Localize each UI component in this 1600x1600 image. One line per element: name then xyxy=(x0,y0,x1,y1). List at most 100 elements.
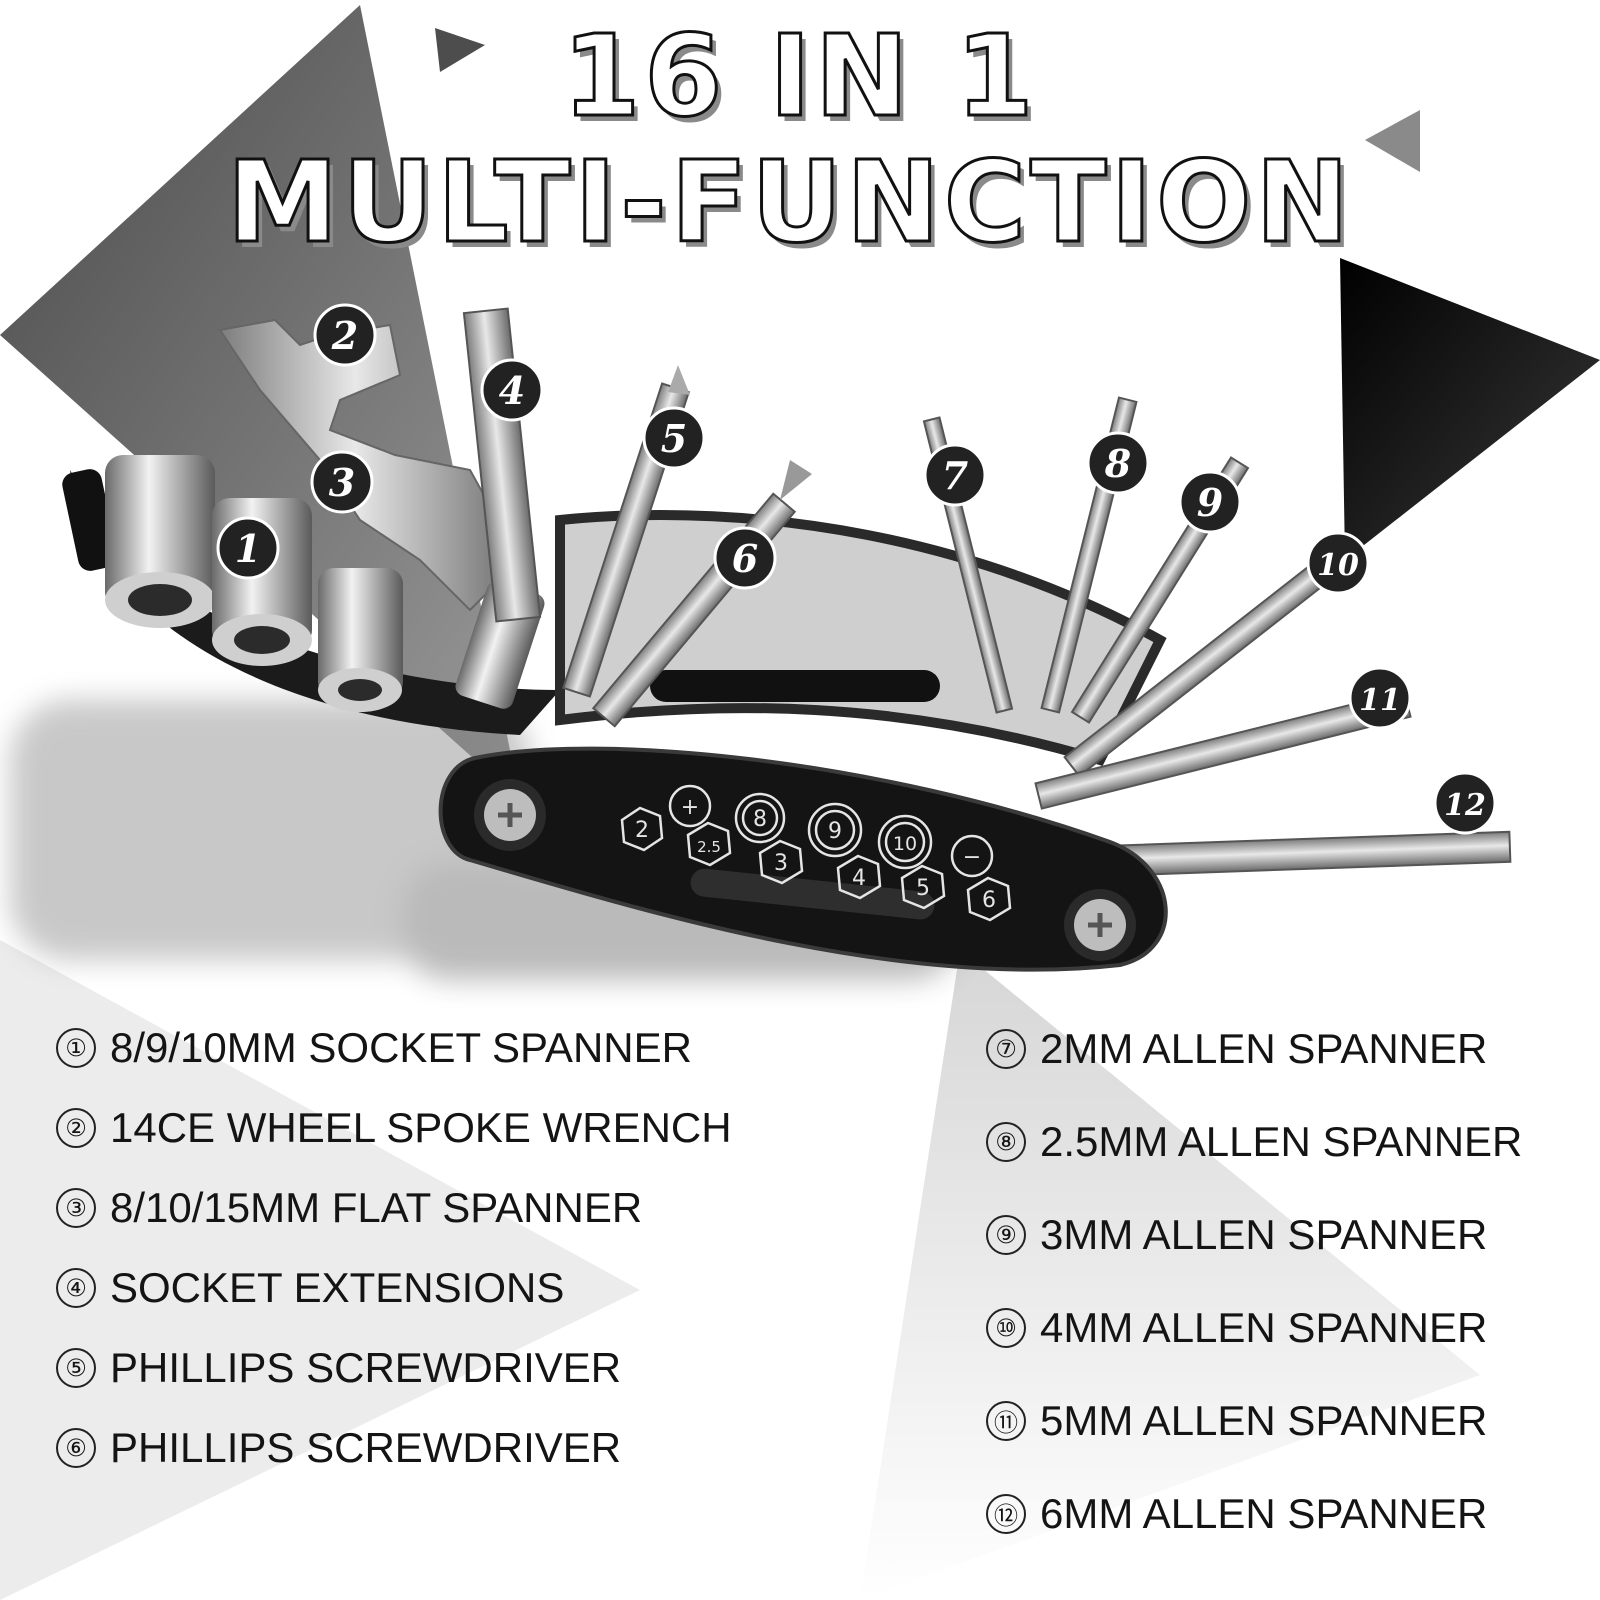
svg-text:10: 10 xyxy=(1317,548,1359,583)
screw-right xyxy=(1064,889,1136,961)
mark-plus-label: + xyxy=(681,795,699,820)
callout-5: 5 xyxy=(642,406,706,470)
mark-plus xyxy=(668,784,712,828)
handle-markings xyxy=(620,784,1012,922)
svg-text:7: 7 xyxy=(942,453,968,498)
legend-left: ① 8/9/10MM SOCKET SPANNER ② 14CE WHEEL SPO… xyxy=(56,1008,732,1488)
legend-text: 3MM ALLEN SPANNER xyxy=(1040,1210,1488,1258)
mark-minus-label: − xyxy=(963,845,981,870)
legend-number: ⑨ xyxy=(986,1214,1026,1255)
callout-11: 11 xyxy=(1348,666,1412,730)
legend-text: 14CE WHEEL SPOKE WRENCH xyxy=(110,1104,732,1151)
legend-number: ⑧ xyxy=(986,1121,1026,1162)
bg-triangle-small-top xyxy=(435,28,485,72)
mark-9 xyxy=(807,802,863,858)
legend-number: ⑦ xyxy=(986,1028,1026,1069)
legend-number: ④ xyxy=(56,1268,96,1308)
mark-6-label: 6 xyxy=(982,888,996,913)
legend-item: ④ SOCKET EXTENSIONS xyxy=(56,1248,732,1328)
mark-10-label: 10 xyxy=(893,833,917,855)
legend-item: ⑥ PHILLIPS SCREWDRIVER xyxy=(56,1408,732,1488)
mark-5 xyxy=(900,864,946,910)
callout-3: 3 xyxy=(310,450,374,514)
callout-12: 12 xyxy=(1433,771,1497,835)
legend-text: SOCKET EXTENSIONS xyxy=(110,1264,565,1311)
svg-text:12: 12 xyxy=(1444,788,1486,823)
legend-text: 2MM ALLEN SPANNER xyxy=(1040,1024,1488,1072)
legend-item: ⑨ 3MM ALLEN SPANNER xyxy=(986,1188,1522,1281)
legend-text: 5MM ALLEN SPANNER xyxy=(1040,1396,1488,1444)
mark-2-5-label: 2.5 xyxy=(697,838,721,856)
legend-item: ③ 8/10/15MM FLAT SPANNER xyxy=(56,1168,732,1248)
callout-6: 6 xyxy=(713,526,777,590)
mark-8-label: 8 xyxy=(753,807,767,832)
socket-8mm xyxy=(105,455,215,628)
svg-text:8: 8 xyxy=(1104,441,1131,486)
mark-10 xyxy=(877,814,933,870)
mark-8 xyxy=(734,792,786,844)
callout-4: 4 xyxy=(480,358,544,422)
legend-number: ⑥ xyxy=(56,1428,96,1468)
screw-left xyxy=(474,779,546,851)
mark-6 xyxy=(966,876,1012,922)
handle-slot xyxy=(690,868,935,920)
mark-4 xyxy=(836,854,882,900)
headline-line-1: 16 IN 1 xyxy=(561,11,1038,144)
callouts: 1 2 3 4 5 6 7 8 9 10 11 12 xyxy=(216,303,1497,835)
mark-4-label: 4 xyxy=(852,866,866,891)
callout-7: 7 xyxy=(923,443,987,507)
svg-text:3: 3 xyxy=(329,460,355,505)
legend-number: ⑫ xyxy=(986,1493,1026,1534)
legend-item: ⑧ 2.5MM ALLEN SPANNER xyxy=(986,1095,1522,1188)
callout-10: 10 xyxy=(1306,531,1370,595)
svg-text:5: 5 xyxy=(661,416,687,461)
mark-2 xyxy=(620,806,664,852)
headline-line-2: MULTI-FUNCTION xyxy=(225,137,1354,270)
legend-item: ⑪ 5MM ALLEN SPANNER xyxy=(986,1374,1522,1467)
bg-triangle-dark xyxy=(1340,258,1600,560)
legend-text: 6MM ALLEN SPANNER xyxy=(1040,1489,1488,1537)
legend-item: ② 14CE WHEEL SPOKE WRENCH xyxy=(56,1088,732,1168)
bg-triangle-light-left xyxy=(0,940,640,1600)
legend-number: ③ xyxy=(56,1188,96,1228)
legend-number: ① xyxy=(56,1028,96,1068)
svg-text:4: 4 xyxy=(499,368,525,413)
tool-plate-slot xyxy=(650,670,940,702)
legend-number: ⑤ xyxy=(56,1348,96,1388)
callout-2: 2 xyxy=(313,303,377,367)
callout-1: 1 xyxy=(216,516,280,580)
mark-2-label: 2 xyxy=(635,818,649,843)
bg-triangle-small-right xyxy=(1365,110,1420,172)
legend-number: ② xyxy=(56,1108,96,1148)
legend-number: ⑩ xyxy=(986,1307,1026,1348)
legend-text: 2.5MM ALLEN SPANNER xyxy=(1040,1117,1523,1165)
handle-marking-labels: + 8 9 10 − 2 2.5 3 4 5 6 xyxy=(635,795,996,913)
mark-3-label: 3 xyxy=(774,851,788,876)
svg-text:1: 1 xyxy=(235,526,261,571)
tool-handle xyxy=(438,746,1168,972)
callout-8: 8 xyxy=(1086,431,1150,495)
legend-item: ① 8/9/10MM SOCKET SPANNER xyxy=(56,1008,732,1088)
svg-text:9: 9 xyxy=(1197,480,1223,525)
mark-3 xyxy=(758,839,804,885)
legend-text: 8/10/15MM FLAT SPANNER xyxy=(110,1184,643,1231)
legend-text: PHILLIPS SCREWDRIVER xyxy=(110,1424,622,1471)
legend-item: ⑦ 2MM ALLEN SPANNER xyxy=(986,1002,1522,1095)
callout-9: 9 xyxy=(1178,470,1242,534)
socket-10mm xyxy=(318,568,403,712)
legend-item: ⑤ PHILLIPS SCREWDRIVER xyxy=(56,1328,732,1408)
legend-number: ⑪ xyxy=(986,1400,1026,1441)
legend-text: 4MM ALLEN SPANNER xyxy=(1040,1303,1488,1351)
legend-text: 8/9/10MM SOCKET SPANNER xyxy=(110,1024,692,1071)
mark-minus xyxy=(950,834,994,878)
svg-text:11: 11 xyxy=(1359,683,1401,718)
mark-9-label: 9 xyxy=(828,819,842,844)
legend-text: PHILLIPS SCREWDRIVER xyxy=(110,1344,622,1391)
mark-5-label: 5 xyxy=(916,876,930,901)
legend-item: ⑫ 6MM ALLEN SPANNER xyxy=(986,1467,1522,1560)
legend-item: ⑩ 4MM ALLEN SPANNER xyxy=(986,1281,1522,1374)
svg-text:6: 6 xyxy=(732,536,758,581)
svg-text:2: 2 xyxy=(331,313,358,358)
